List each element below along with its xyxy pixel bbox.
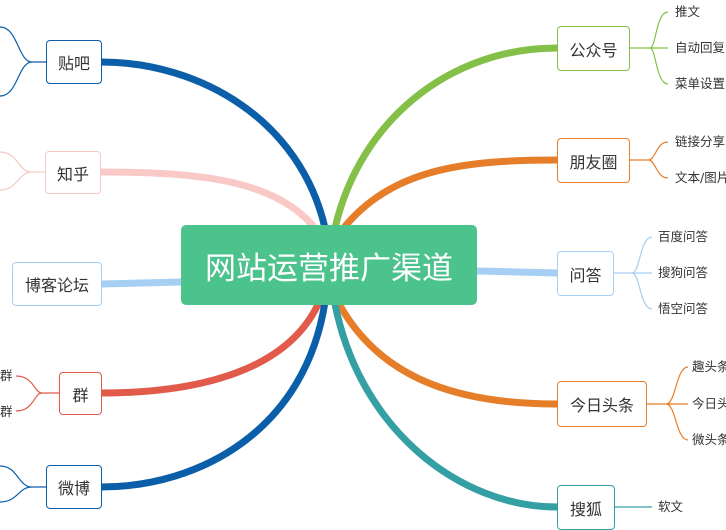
node-qun[interactable]: 群 [59, 372, 102, 415]
node-souhu[interactable]: 搜狐 [557, 485, 615, 530]
leaf-toutiao-1[interactable]: 趣头条 [692, 359, 726, 374]
leaf-gongzhonghao-2[interactable]: 自动回复 [675, 40, 726, 55]
leaf-qun-1[interactable]: 群 [0, 368, 13, 383]
branch-gongzhonghao [331, 44, 561, 232]
branch-weibo [97, 298, 329, 491]
branch-tieba [97, 58, 329, 232]
node-toutiao[interactable]: 今日头条 [557, 381, 647, 427]
branch-blog [97, 278, 185, 288]
node-blog-forum[interactable]: 博客论坛 [12, 262, 102, 306]
branch-pengyouquan [338, 156, 561, 234]
zhihu-bracket [0, 151, 45, 191]
tieba-bracket [0, 26, 46, 97]
leaf-qun-2[interactable]: 群 [0, 404, 13, 419]
wenda-bracket [614, 236, 653, 310]
weibo-bracket [0, 465, 46, 503]
branch-wenda [473, 267, 561, 277]
leaf-wenda-2[interactable]: 搜狗问答 [658, 265, 709, 280]
central-topic[interactable]: 网站运营推广渠道 [181, 225, 477, 305]
branch-toutiao [334, 298, 561, 408]
leaf-pengyouquan-1[interactable]: 链接分享 [675, 134, 726, 149]
gongzhonghao-bracket [630, 11, 669, 85]
leaf-wenda-1[interactable]: 百度问答 [658, 229, 709, 244]
node-weibo[interactable]: 微博 [46, 465, 102, 509]
node-pengyouquan[interactable]: 朋友圈 [557, 138, 630, 183]
node-wenda[interactable]: 问答 [557, 251, 614, 296]
toutiao-bracket [647, 366, 689, 441]
node-zhihu[interactable]: 知乎 [45, 151, 101, 194]
pengyouquan-bracket [630, 141, 669, 179]
branch-souhu [331, 300, 561, 511]
leaf-wenda-3[interactable]: 悟空问答 [658, 301, 709, 316]
branch-zhihu [97, 168, 322, 236]
node-gongzhonghao[interactable]: 公众号 [557, 26, 630, 71]
leaf-toutiao-2[interactable]: 今日头条 [692, 396, 726, 411]
leaf-pengyouquan-2[interactable]: 文本/图片 [675, 170, 726, 185]
qun-bracket [15, 375, 59, 412]
leaf-gongzhonghao-3[interactable]: 菜单设置 [675, 76, 726, 91]
leaf-toutiao-3[interactable]: 微头条 [692, 432, 726, 447]
branch-qun [97, 296, 324, 397]
node-tieba[interactable]: 贴吧 [46, 40, 102, 84]
leaf-gongzhonghao-1[interactable]: 推文 [675, 4, 701, 19]
leaf-souhu-1[interactable]: 软文 [658, 499, 684, 514]
